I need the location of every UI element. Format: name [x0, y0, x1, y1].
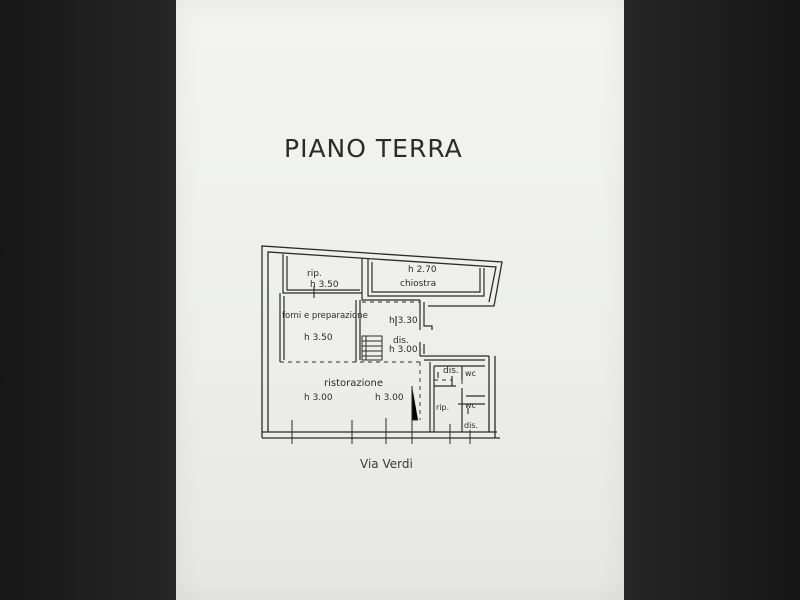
room-wc-top-label: wc	[465, 369, 476, 378]
outer-walls	[261, 245, 503, 439]
room-dis-center-label: dis.	[393, 336, 409, 346]
room-rip-top-label: rip.	[307, 269, 322, 279]
door-marks	[313, 286, 469, 421]
room-chiostra-label: chiostra	[400, 279, 436, 289]
room-dis-center-upper-height: h 3.30	[389, 316, 418, 326]
interior-walls	[279, 254, 489, 432]
room-ristorazione-label: ristorazione	[324, 378, 383, 389]
facade-openings	[291, 418, 471, 444]
room-dis-right-label: dis.	[443, 366, 459, 376]
room-rip-small-label: rip.	[436, 403, 449, 412]
room-rip-top-height: h 3.50	[310, 280, 339, 290]
room-dis-center-lower-height: h 3.00	[389, 345, 418, 355]
room-ristorazione-height-right: h 3.00	[375, 393, 404, 403]
room-forni-label: forni e preparazione	[282, 311, 368, 321]
room-ristorazione-height-left: h 3.00	[304, 393, 333, 403]
room-forni-height: h 3.50	[304, 333, 333, 343]
background-left	[0, 0, 176, 600]
room-chiostra-height: h 2.70	[408, 265, 437, 275]
background-right	[624, 0, 800, 600]
page-title: PIANO TERRA	[284, 134, 463, 163]
street-label: Via Verdi	[360, 457, 413, 471]
dashed-lines	[280, 301, 463, 420]
stair	[361, 335, 383, 361]
room-dis-bottom-label: dis.	[464, 421, 478, 430]
room-wc-bottom-label: wc	[465, 401, 476, 410]
